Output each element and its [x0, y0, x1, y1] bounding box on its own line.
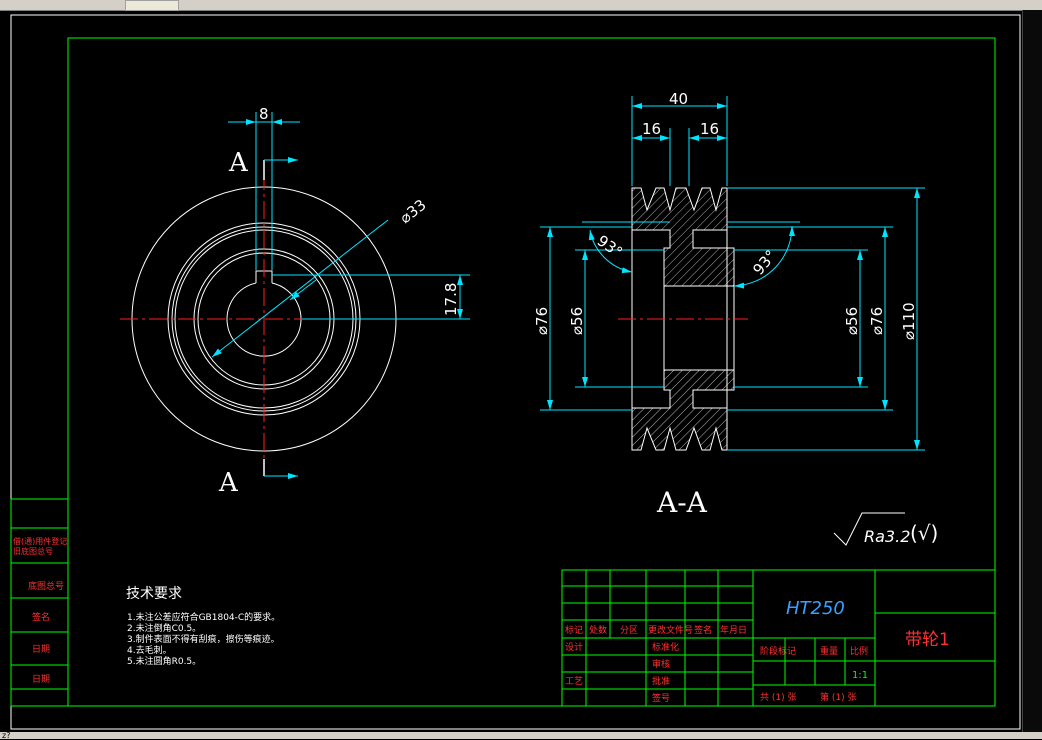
dim-key-width: 8	[259, 105, 269, 123]
roughness-symbol	[833, 512, 905, 546]
rev-col-label: 分区	[620, 625, 638, 636]
scale-value: 1:1	[852, 670, 868, 681]
dim-dia-76-right: ⌀76	[868, 307, 886, 335]
front-view	[120, 157, 408, 479]
dim-groove-left: 16	[642, 120, 661, 138]
design-label: 设计	[565, 641, 583, 653]
dim-key-depth: 17.8	[442, 283, 460, 316]
dim-dia-33: ⌀33	[396, 196, 429, 227]
strip-label: 日期	[32, 644, 50, 655]
weight-label: 重量	[820, 645, 838, 657]
sheet-number: 第 (1) 张	[820, 691, 856, 703]
material-value: HT250	[786, 598, 845, 619]
strip-label: 签名	[32, 611, 50, 623]
status-bar: z?	[0, 731, 1042, 740]
status-text: z?	[2, 731, 11, 740]
tech-req-item: 5.未注圆角R0.5。	[127, 655, 201, 667]
section-label-top: A	[228, 148, 249, 178]
sheet-outer-border	[10, 14, 1021, 730]
toolbar-icons[interactable]	[125, 0, 179, 11]
section-view	[618, 187, 748, 451]
section-view-dimensions	[540, 96, 925, 451]
tech-req-item: 2.未注倒角C0.5。	[127, 622, 201, 634]
sheets-total: 共 (1) 张	[760, 692, 796, 703]
front-view-dimensions	[211, 112, 470, 358]
vertical-scrollbar[interactable]	[1022, 10, 1042, 732]
tech-req-title: 技术要求	[126, 586, 182, 602]
dim-angle-left: 93°	[594, 232, 626, 262]
roughness-check: (√)	[910, 521, 938, 545]
stage-mark-label: 阶段标记	[760, 645, 796, 657]
review-label: 审核	[652, 658, 670, 670]
sheet-inner-border	[67, 37, 996, 707]
strip-label: 日期	[32, 674, 50, 685]
dim-dia-110: ⌀110	[900, 302, 918, 340]
rev-col-label: 年月日	[720, 624, 747, 636]
tech-req-item: 1.未注公差应符合GB1804-C的要求。	[127, 611, 280, 623]
section-view-title: A-A	[656, 486, 708, 519]
rev-col-label: 处数	[589, 624, 607, 636]
section-label-bottom: A	[218, 468, 239, 498]
dim-width-total: 40	[669, 90, 688, 108]
rev-col-label: 更改文件号	[648, 624, 693, 636]
strip-label: 底图总号	[28, 580, 64, 592]
dim-dia-56-right: ⌀56	[843, 307, 861, 335]
part-name: 带轮1	[905, 630, 950, 650]
strip-label: 旧底图总号	[13, 546, 53, 556]
rev-col-label: 标记	[565, 624, 583, 636]
strip-label: 借(通)用件登记	[13, 536, 67, 546]
rev-col-label: 签名	[694, 624, 712, 636]
left-strip-table	[10, 498, 69, 707]
dim-angle-right: 93°	[749, 247, 780, 279]
process-label: 工艺	[565, 676, 583, 687]
title-block	[561, 569, 996, 707]
ratio-label: 比例	[850, 645, 868, 657]
tech-req-item: 4.去毛刺。	[127, 644, 172, 656]
drawing-canvas[interactable]: A A 8 ⌀33 17.8	[0, 0, 1022, 732]
sign-label: 签号	[652, 692, 670, 704]
dim-dia-76-left: ⌀76	[533, 307, 551, 335]
approve-label: 批准	[652, 675, 670, 687]
tech-req-item: 3.制件表面不得有刮痕，擦伤等痕迹。	[127, 633, 280, 645]
dim-groove-right: 16	[700, 120, 719, 138]
standardize-label: 标准化	[652, 641, 679, 653]
dim-dia-56-left: ⌀56	[568, 307, 586, 335]
roughness-value: Ra3.2	[864, 527, 910, 546]
toolbar-strip	[0, 0, 1042, 11]
